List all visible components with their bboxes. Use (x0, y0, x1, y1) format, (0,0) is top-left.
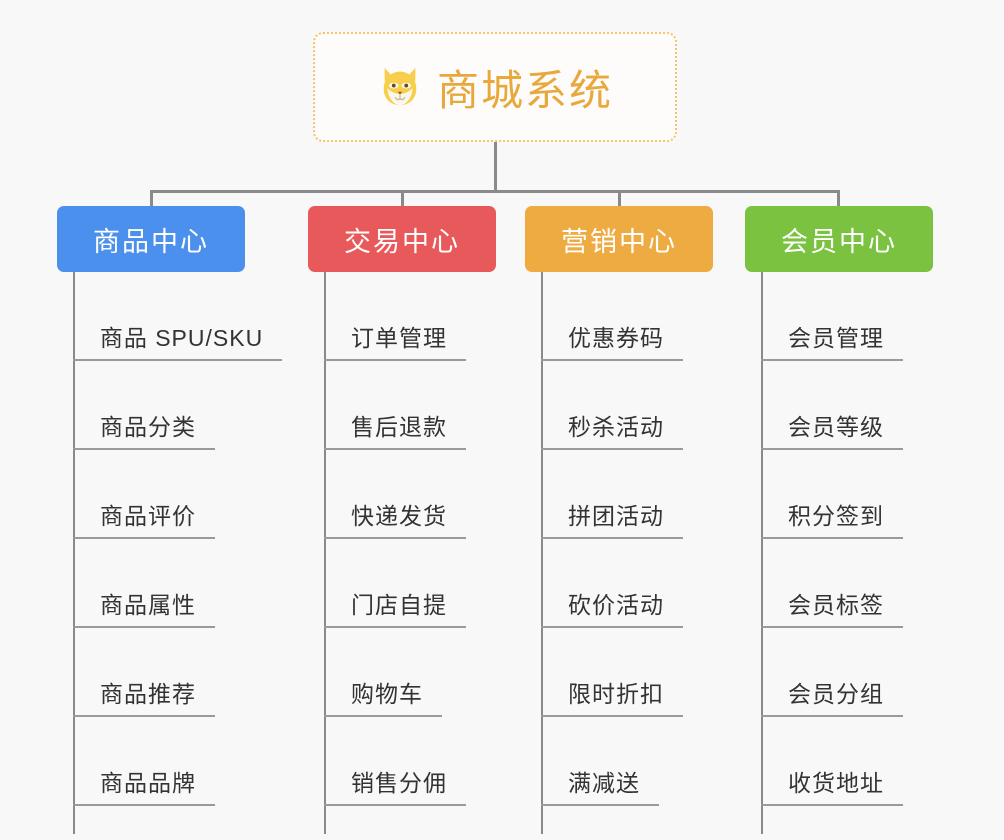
category-box-4[interactable]: 会员中心 (745, 206, 933, 272)
leaf-label: 会员等级 (788, 414, 884, 440)
connector-root-stem (494, 142, 497, 192)
leaf-label: 售后退款 (351, 414, 447, 440)
category-box-1[interactable]: 商品中心 (57, 206, 245, 272)
category-box-2[interactable]: 交易中心 (308, 206, 496, 272)
leaf-label: 门店自提 (351, 592, 447, 618)
leaf-item[interactable]: 门店自提 (324, 539, 466, 628)
leaf-item[interactable]: 满减送 (541, 717, 659, 806)
leaf-trunk-1 (73, 272, 75, 834)
connector-drop-2 (401, 190, 404, 208)
leaf-label: 积分签到 (788, 503, 884, 529)
leaf-trunk-2 (324, 272, 326, 834)
leaf-item[interactable]: 拼团活动 (541, 450, 683, 539)
root-node[interactable]: 商城系统 (313, 32, 677, 142)
leaf-item[interactable]: 收货地址 (761, 717, 903, 806)
leaf-label: 会员标签 (788, 592, 884, 618)
connector-drop-3 (618, 190, 621, 208)
leaf-label: 秒杀活动 (568, 414, 664, 440)
leaf-label: 收货地址 (788, 770, 884, 796)
leaf-item[interactable]: 会员等级 (761, 361, 903, 450)
leaf-trunk-4 (761, 272, 763, 834)
leaf-label: 商品分类 (100, 414, 196, 440)
leaf-item[interactable]: 商品分类 (73, 361, 215, 450)
leaf-item[interactable]: 砍价活动 (541, 539, 683, 628)
leaf-item[interactable]: 购物车 (324, 628, 442, 717)
leaf-item[interactable]: 商品品牌 (73, 717, 215, 806)
leaf-label: 购物车 (351, 681, 423, 707)
leaf-label: 商品评价 (100, 503, 196, 529)
leaf-item[interactable]: 会员分组 (761, 628, 903, 717)
leaf-item[interactable]: 会员标签 (761, 539, 903, 628)
leaf-item[interactable]: 秒杀活动 (541, 361, 683, 450)
leaf-label: 快递发货 (351, 503, 447, 529)
leaf-item[interactable]: 销售分佣 (324, 717, 466, 806)
leaf-item[interactable]: 会员管理 (761, 272, 903, 361)
leaf-item[interactable]: 商品属性 (73, 539, 215, 628)
leaf-item[interactable]: 商品 SPU/SKU (73, 272, 282, 361)
leaf-label: 订单管理 (351, 325, 447, 351)
category-label-4: 会员中心 (781, 226, 897, 257)
leaf-item[interactable]: 快递发货 (324, 450, 466, 539)
leaf-label: 限时折扣 (568, 681, 664, 707)
leaf-label: 商品属性 (100, 592, 196, 618)
category-label-1: 商品中心 (93, 226, 209, 257)
leaf-label: 商品品牌 (100, 770, 196, 796)
leaf-item[interactable]: 订单管理 (324, 272, 466, 361)
leaf-label: 会员分组 (788, 681, 884, 707)
leaf-label: 优惠券码 (568, 325, 664, 351)
category-label-3: 营销中心 (561, 226, 677, 257)
leaf-label: 销售分佣 (351, 770, 447, 796)
leaf-item[interactable]: 商品推荐 (73, 628, 215, 717)
leaf-label: 拼团活动 (568, 503, 664, 529)
connector-bus (151, 190, 839, 193)
leaf-label: 砍价活动 (568, 592, 664, 618)
leaf-label: 商品推荐 (100, 681, 196, 707)
leaf-label: 会员管理 (788, 325, 884, 351)
leaf-label: 满减送 (568, 770, 640, 796)
shiba-dog-emoji (377, 64, 423, 110)
leaf-item[interactable]: 优惠券码 (541, 272, 683, 361)
category-box-3[interactable]: 营销中心 (525, 206, 713, 272)
leaf-item[interactable]: 商品评价 (73, 450, 215, 539)
leaf-label: 商品 SPU/SKU (99, 325, 264, 351)
category-label-2: 交易中心 (344, 226, 460, 257)
leaf-item[interactable]: 售后退款 (324, 361, 466, 450)
connector-drop-1 (150, 190, 153, 208)
connector-drop-4 (837, 190, 840, 208)
leaf-trunk-3 (541, 272, 543, 834)
leaf-item[interactable]: 积分签到 (761, 450, 903, 539)
leaf-item[interactable]: 限时折扣 (541, 628, 683, 717)
root-title: 商城系统 (436, 66, 613, 114)
